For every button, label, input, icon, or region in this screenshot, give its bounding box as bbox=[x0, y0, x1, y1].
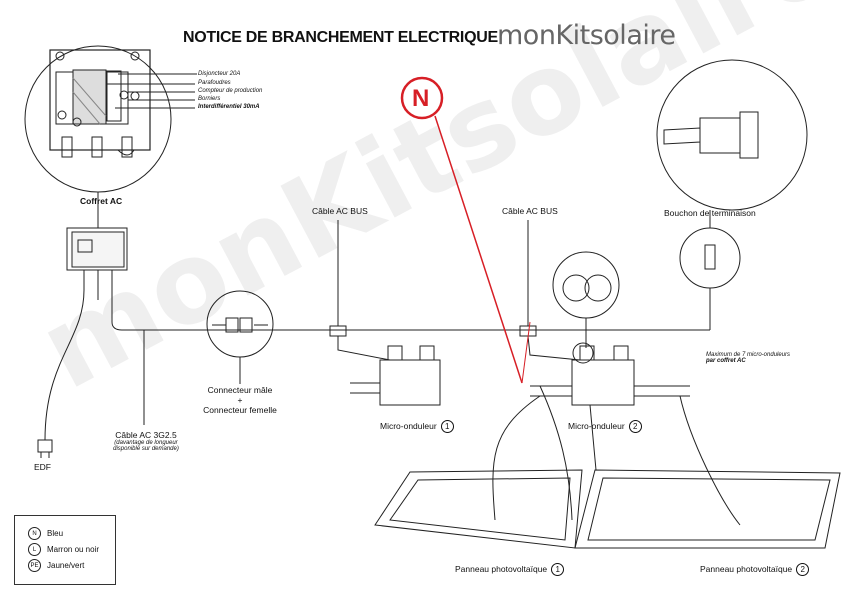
max-note-line-1: Maximum de 7 micro-onduleurs bbox=[706, 352, 791, 358]
cable-bus-label-2: Câble AC BUS bbox=[502, 206, 558, 216]
legend-box bbox=[14, 515, 116, 585]
cable-ac-label: Câble AC 3G2.5 (davantage de longueur di… bbox=[96, 430, 196, 452]
connecteur-label: Connecteur mâle + Connecteur femelle bbox=[195, 385, 285, 415]
micro1-num: 1 bbox=[440, 420, 454, 433]
legend-text-l: Marron ou noir bbox=[47, 545, 100, 554]
max-note-line-2: par coffret AC bbox=[706, 358, 746, 364]
legend-item-l: L Marron ou noir bbox=[28, 543, 99, 556]
max-note: Maximum de 7 micro-onduleurs par coffret… bbox=[706, 352, 790, 364]
page-title: NOTICE DE BRANCHEMENT ELECTRIQUE bbox=[183, 29, 498, 46]
panel1-text: Panneau photovoltaïque bbox=[455, 563, 548, 574]
cable-ac-note-1: (davantage de longueur bbox=[114, 440, 178, 446]
legend-symbol-l: L bbox=[28, 543, 41, 556]
legend-text-pe: Jaune/vert bbox=[47, 561, 85, 570]
legend-text-n: Bleu bbox=[47, 529, 64, 538]
callout-disjoncteur: Disjoncteur 20A bbox=[198, 71, 241, 77]
micro2-text: Micro-onduleur bbox=[568, 420, 625, 431]
panel2-text: Panneau photovoltaïque bbox=[700, 563, 793, 574]
cable-ac-note-2: disponible sur demande) bbox=[113, 446, 179, 452]
connecteur-plus: + bbox=[237, 395, 243, 405]
callout-compteur: Compteur de production bbox=[198, 88, 263, 94]
legend-symbol-pe: PE bbox=[28, 559, 41, 572]
coffret-label: Coffret AC bbox=[80, 196, 123, 206]
micro1-text: Micro-onduleur bbox=[380, 420, 437, 431]
legend-item-pe: PE Jaune/vert bbox=[28, 559, 84, 572]
legend-symbol-n: N bbox=[28, 527, 41, 540]
callout-interdifferentiel: Interdifférentiel 30mA bbox=[198, 104, 260, 110]
bouchon-detail-circle bbox=[656, 59, 808, 211]
micro2-num: 2 bbox=[628, 420, 642, 433]
connecteur-femelle: Connecteur femelle bbox=[203, 405, 277, 415]
brand-logo: monKitsolaire bbox=[497, 20, 676, 51]
n-marker-circle bbox=[400, 76, 444, 120]
callout-parafoudres: Parafoudres bbox=[198, 80, 231, 86]
connecteur-male: Connecteur mâle bbox=[207, 385, 273, 395]
legend-item-n: N Bleu bbox=[28, 527, 63, 540]
bouchon-label: Bouchon de terminaison bbox=[664, 208, 756, 218]
cable-bus-label-1: Câble AC BUS bbox=[312, 206, 368, 216]
panel2-num: 2 bbox=[796, 563, 810, 576]
n-marker-letter: N bbox=[412, 85, 430, 112]
edf-label: EDF bbox=[34, 462, 51, 472]
cable-ac-title: Câble AC 3G2.5 bbox=[115, 430, 177, 440]
panel1-num: 1 bbox=[551, 563, 565, 576]
callout-borniers: Borniers bbox=[198, 96, 221, 102]
